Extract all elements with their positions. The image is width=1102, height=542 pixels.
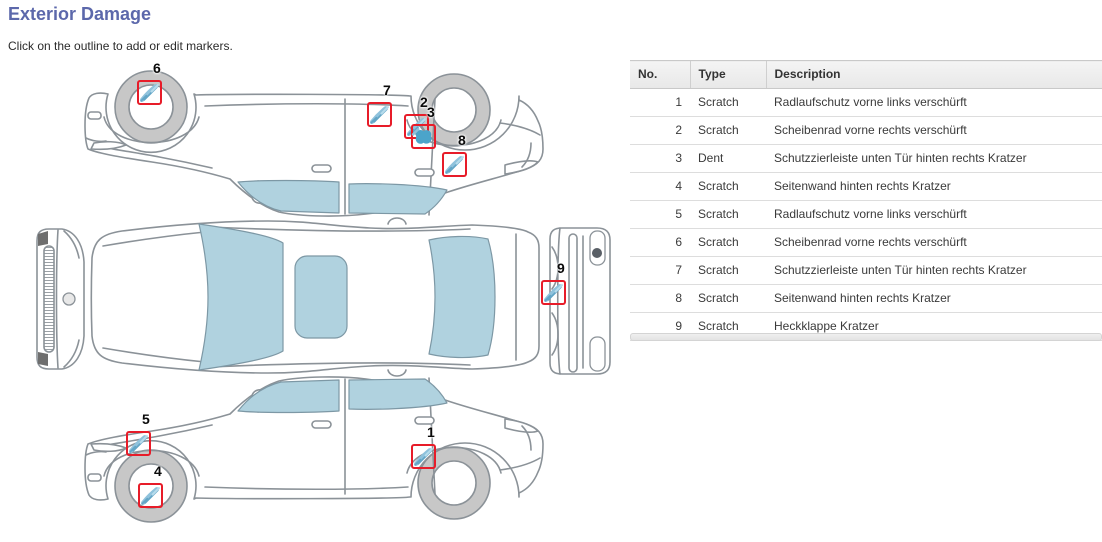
row-number-cell: 2 — [630, 116, 690, 145]
damage-marker[interactable] — [442, 152, 467, 177]
row-number-cell: 7 — [630, 256, 690, 285]
scratch-icon — [129, 435, 148, 453]
row-type-cell: Scratch — [690, 172, 766, 201]
damage-marker[interactable] — [411, 444, 436, 469]
row-description-cell: Scheibenrad vorne rechts verschürft — [766, 228, 1102, 257]
row-description-cell: Schutzzierleiste unten Tür hinten rechts… — [766, 144, 1102, 173]
scratch-icon — [140, 84, 159, 102]
scratch-icon — [544, 284, 563, 302]
row-description-cell: Seitenwand hinten rechts Kratzer — [766, 284, 1102, 313]
table-row: 7 Scratch Schutzzierleiste unten Tür hin… — [630, 256, 1102, 285]
scratch-icon — [370, 106, 389, 124]
row-number-cell: 4 — [630, 172, 690, 201]
row-description-cell: Radlaufschutz vorne links verschürft — [766, 88, 1102, 117]
car-rear-view[interactable] — [549, 227, 611, 375]
car-outline-diagram[interactable] — [0, 55, 620, 542]
row-type-cell: Scratch — [690, 200, 766, 229]
table-row: 5 Scratch Radlaufschutz vorne links vers… — [630, 200, 1102, 229]
scratch-icon — [414, 448, 433, 466]
car-front-view[interactable] — [36, 228, 85, 370]
row-number-cell: 6 — [630, 228, 690, 257]
table-row: 2 Scratch Scheibenrad vorne rechts versc… — [630, 116, 1102, 145]
car-top-view[interactable] — [90, 217, 540, 377]
column-header-no: No. — [630, 60, 690, 89]
scratch-icon — [445, 156, 464, 174]
dent-icon — [411, 127, 432, 144]
table-footer-bar — [630, 333, 1102, 341]
row-type-cell: Scratch — [690, 284, 766, 313]
row-type-cell: Scratch — [690, 228, 766, 257]
row-type-cell: Scratch — [690, 116, 766, 145]
table-row: 6 Scratch Scheibenrad vorne rechts versc… — [630, 228, 1102, 257]
table-row: 8 Scratch Seitenwand hinten rechts Kratz… — [630, 284, 1102, 313]
table-row: 1 Scratch Radlaufschutz vorne links vers… — [630, 88, 1102, 117]
row-number-cell: 5 — [630, 200, 690, 229]
damage-diagram[interactable] — [0, 55, 620, 542]
row-number-cell: 8 — [630, 284, 690, 313]
row-type-cell: Dent — [690, 144, 766, 173]
damage-marker[interactable] — [126, 431, 151, 456]
page-subtitle: Click on the outline to add or edit mark… — [8, 39, 233, 53]
row-type-cell: Scratch — [690, 88, 766, 117]
row-description-cell: Schutzzierleiste unten Tür hinten rechts… — [766, 256, 1102, 285]
damage-marker[interactable] — [367, 102, 392, 127]
table-header-row: No. Type Description — [630, 60, 1102, 89]
column-header-description: Description — [765, 60, 1102, 89]
table-row: 3 Dent Schutzzierleiste unten Tür hinten… — [630, 144, 1102, 173]
row-number-cell: 1 — [630, 88, 690, 117]
row-description-cell: Seitenwand hinten rechts Kratzer — [766, 172, 1102, 201]
row-type-cell: Scratch — [690, 256, 766, 285]
damage-marker[interactable] — [138, 483, 163, 508]
column-header-type: Type — [689, 60, 766, 89]
row-description-cell: Radlaufschutz vorne links verschürft — [766, 200, 1102, 229]
row-description-cell: Scheibenrad vorne rechts verschürft — [766, 116, 1102, 145]
row-number-cell: 3 — [630, 144, 690, 173]
table-row: 4 Scratch Seitenwand hinten rechts Kratz… — [630, 172, 1102, 201]
damage-table: No. Type Description 1 Scratch Radlaufsc… — [630, 60, 1102, 341]
damage-marker[interactable] — [137, 80, 162, 105]
scratch-icon — [141, 487, 160, 505]
damage-marker[interactable] — [411, 124, 436, 149]
damage-marker[interactable] — [404, 114, 429, 139]
page-title: Exterior Damage — [8, 4, 152, 24]
damage-marker[interactable] — [541, 280, 566, 305]
